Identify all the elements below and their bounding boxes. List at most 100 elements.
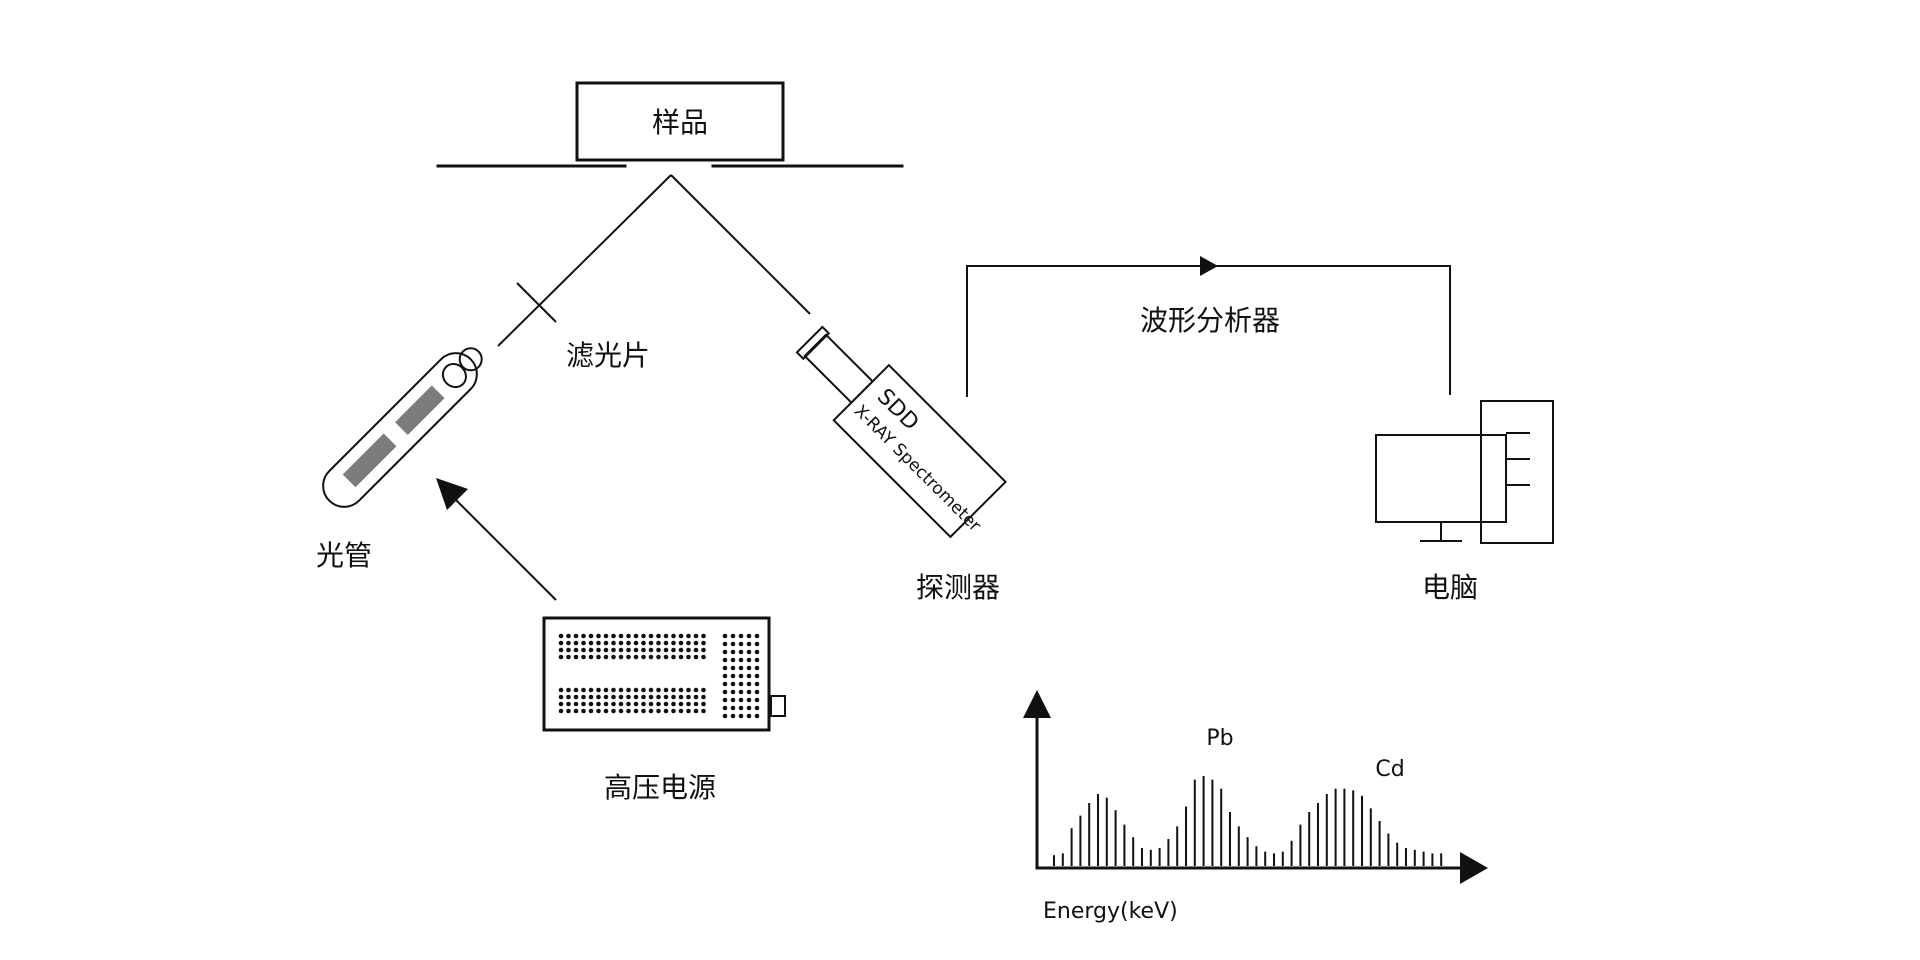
vent-dot (754, 633, 760, 639)
vent-dot (746, 633, 752, 639)
vent-dot (626, 640, 631, 646)
vent-dot (633, 708, 639, 714)
vent-dot (648, 708, 654, 714)
vent-dot (722, 633, 728, 639)
vent-dot (671, 694, 676, 700)
vent-dot (663, 701, 669, 707)
vent-dot (693, 694, 699, 700)
vent-dot (618, 687, 624, 693)
vent-dot (678, 640, 684, 646)
vent-dot (678, 708, 684, 714)
vent-dot (558, 687, 564, 693)
vent-dot (596, 654, 601, 660)
vent-dot (611, 687, 616, 693)
vent-dot (686, 701, 691, 707)
vent-dot (754, 681, 760, 687)
vent-dot (596, 647, 601, 653)
vent-dot (566, 647, 571, 653)
vent-dot (626, 708, 631, 714)
vent-dot (588, 633, 594, 639)
vent-dot (663, 708, 669, 714)
analyzer-arrow-icon (1200, 256, 1218, 276)
vent-dot (738, 673, 744, 679)
vent-dot (678, 654, 684, 660)
vent-dot (566, 687, 571, 693)
vent-dot (603, 654, 609, 660)
vent-dot (581, 694, 586, 700)
vent-dot (656, 647, 661, 653)
vent-dot (663, 633, 669, 639)
vent-dot (581, 687, 586, 693)
vent-dot (693, 654, 699, 660)
vent-dot (641, 647, 646, 653)
vent-dot (686, 640, 691, 646)
vent-dot (626, 701, 631, 707)
vent-dot (722, 657, 728, 663)
vent-dot (618, 647, 624, 653)
vent-dot (686, 633, 691, 639)
vent-dot (581, 654, 586, 660)
vent-dot (558, 633, 564, 639)
vent-dot (603, 708, 609, 714)
vent-dot (656, 654, 661, 660)
vent-dot (581, 708, 586, 714)
vent-dot (693, 687, 699, 693)
vent-dot (730, 657, 736, 663)
vent-dot (581, 640, 586, 646)
vent-dot (588, 708, 594, 714)
vent-dot (611, 654, 616, 660)
vent-dot (573, 694, 579, 700)
vent-dot (596, 640, 601, 646)
vent-dot (626, 654, 631, 660)
vent-dot (611, 640, 616, 646)
vent-dot (754, 641, 760, 647)
vent-dot (566, 633, 571, 639)
vent-dot (678, 701, 684, 707)
vent-dot (566, 694, 571, 700)
vent-dot (671, 647, 676, 653)
peak-label-pb: Pb (1206, 726, 1233, 751)
vent-dot (730, 641, 736, 647)
detector-icon: SDD X-RAY Spectrometer (795, 325, 1007, 539)
spectrum-y-arrow-icon (1023, 690, 1051, 718)
vent-dot (678, 633, 684, 639)
vent-dot (558, 654, 564, 660)
vent-dot (596, 687, 601, 693)
fluorescence-beam (670, 174, 811, 315)
vent-dot (603, 694, 609, 700)
vent-dot (656, 694, 661, 700)
vent-dot (730, 673, 736, 679)
vent-dot (611, 694, 616, 700)
vent-dot (686, 647, 691, 653)
spectrum-chart: Pb Cd Energy(keV) (1023, 690, 1488, 924)
vent-dot (663, 654, 669, 660)
vent-dot (573, 647, 579, 653)
vent-dot (746, 641, 752, 647)
vent-dot (641, 687, 646, 693)
vent-dot (754, 713, 760, 719)
vent-dot (573, 701, 579, 707)
vent-dot (596, 694, 601, 700)
tube-label: 光管 (316, 539, 372, 572)
vent-dot (618, 694, 624, 700)
vent-dot (566, 708, 571, 714)
vent-dot (633, 701, 639, 707)
vent-dot (611, 647, 616, 653)
vent-dot (738, 713, 744, 719)
vent-dot (573, 640, 579, 646)
vent-dot (573, 687, 579, 693)
vent-dot (671, 708, 676, 714)
vent-dot (730, 665, 736, 671)
vent-dot (633, 640, 639, 646)
xray-tube-icon (322, 347, 483, 508)
vent-dot (746, 689, 752, 695)
vent-dot (671, 687, 676, 693)
vent-dot (746, 681, 752, 687)
vent-dot (746, 705, 752, 711)
vent-dot (611, 708, 616, 714)
vent-dot (648, 694, 654, 700)
vent-dot (693, 633, 699, 639)
vent-dot (686, 708, 691, 714)
vent-dot (566, 654, 571, 660)
vent-dot (671, 654, 676, 660)
